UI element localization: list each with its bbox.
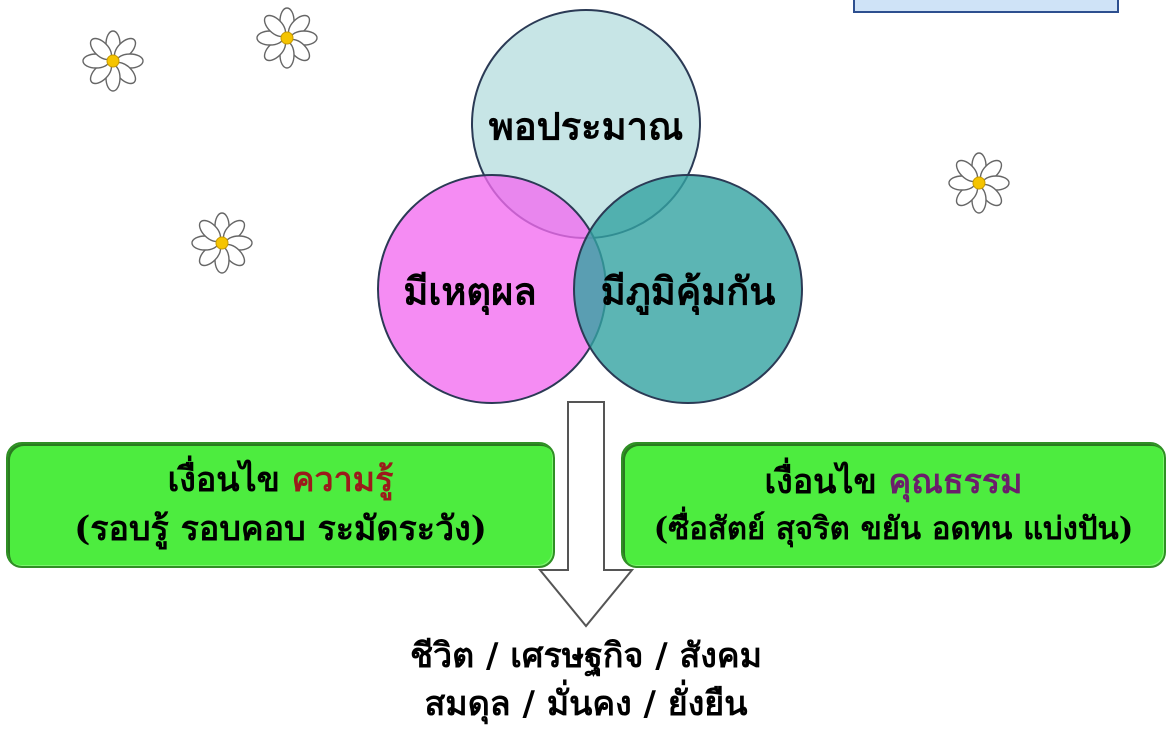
- flower-icon: [948, 152, 1010, 214]
- corner-box: [853, 0, 1119, 13]
- condition-prefix: เงื่อนไข: [764, 461, 877, 502]
- circle-right: [573, 174, 803, 404]
- condition-prefix: เงื่อนไข: [167, 459, 280, 500]
- condition-virtue-title: เงื่อนไข คุณธรรม: [764, 458, 1022, 507]
- circle-label-left: มีเหตุผล: [403, 268, 537, 314]
- condition-knowledge-box: เงื่อนไข ความรู้ (รอบรู้ รอบคอบ ระมัดระว…: [6, 442, 555, 568]
- condition-virtue-box: เงื่อนไข คุณธรรม (ซื่อสัตย์ สุจริต ขยัน …: [621, 442, 1166, 568]
- circle-label-top: พอประมาณ: [488, 103, 684, 149]
- condition-highlight: คุณธรรม: [888, 461, 1023, 502]
- flower-icon: [191, 212, 253, 274]
- circle-label-right: มีภูมิคุ้มกัน: [600, 268, 776, 314]
- condition-knowledge-detail: (รอบรู้ รอบคอบ ระมัดระวัง): [74, 509, 487, 549]
- condition-virtue-detail: (ซื่อสัตย์ สุจริต ขยัน อดทน แบ่งปัน): [653, 511, 1134, 548]
- condition-knowledge-title: เงื่อนไข ความรู้: [168, 456, 394, 505]
- outcome-line-1: ชีวิต / เศรษฐกิจ / สังคม: [409, 636, 763, 676]
- flower-icon: [82, 30, 144, 92]
- outcome-line-2: สมดุล / มั่นคง / ยั่งยืน: [424, 684, 748, 724]
- down-arrow-icon: [537, 401, 635, 628]
- condition-highlight: ความรู้: [291, 459, 394, 500]
- flower-icon: [256, 7, 318, 69]
